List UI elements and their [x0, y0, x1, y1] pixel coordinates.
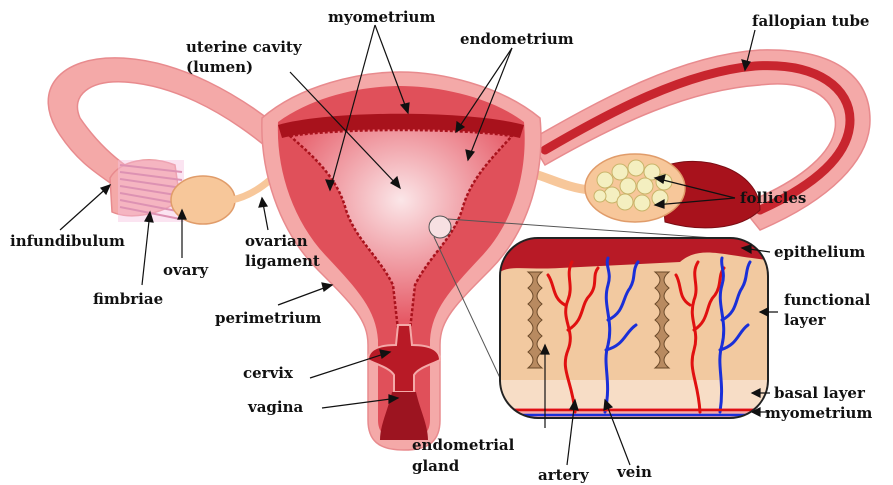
label-fimbriae: fimbriae	[93, 290, 163, 308]
label-ovarian: ovarian	[245, 232, 308, 250]
label-uterine-cavity: uterine cavity	[186, 38, 303, 56]
label-functional: functional	[784, 291, 871, 309]
label-gland: gland	[412, 457, 460, 475]
label-ovary: ovary	[163, 261, 209, 279]
label-endometrial: endometrial	[412, 436, 515, 454]
label-cervix: cervix	[243, 364, 294, 382]
zoom-circle	[429, 216, 451, 238]
label-basal-layer: basal layer	[774, 384, 866, 402]
label-artery: artery	[538, 466, 590, 484]
label-vagina: vagina	[247, 398, 304, 416]
label-myometrium-inset: myometrium	[765, 404, 872, 422]
label-myometrium-top: myometrium	[328, 8, 435, 26]
endometrium-inset	[500, 238, 768, 418]
label-infundibulum: infundibulum	[10, 232, 125, 250]
label-ligament: ligament	[245, 252, 320, 270]
label-layer: layer	[784, 311, 827, 329]
label-epithelium: epithelium	[774, 243, 865, 261]
label-vein: vein	[616, 463, 652, 481]
label-endometrium: endometrium	[460, 30, 574, 48]
label-perimetrium: perimetrium	[215, 309, 321, 327]
label-fallopian-tube: fallopian tube	[752, 12, 869, 30]
label-follicles: follicles	[740, 189, 806, 207]
label-uterine-cavity-lumen: (lumen)	[186, 58, 253, 76]
